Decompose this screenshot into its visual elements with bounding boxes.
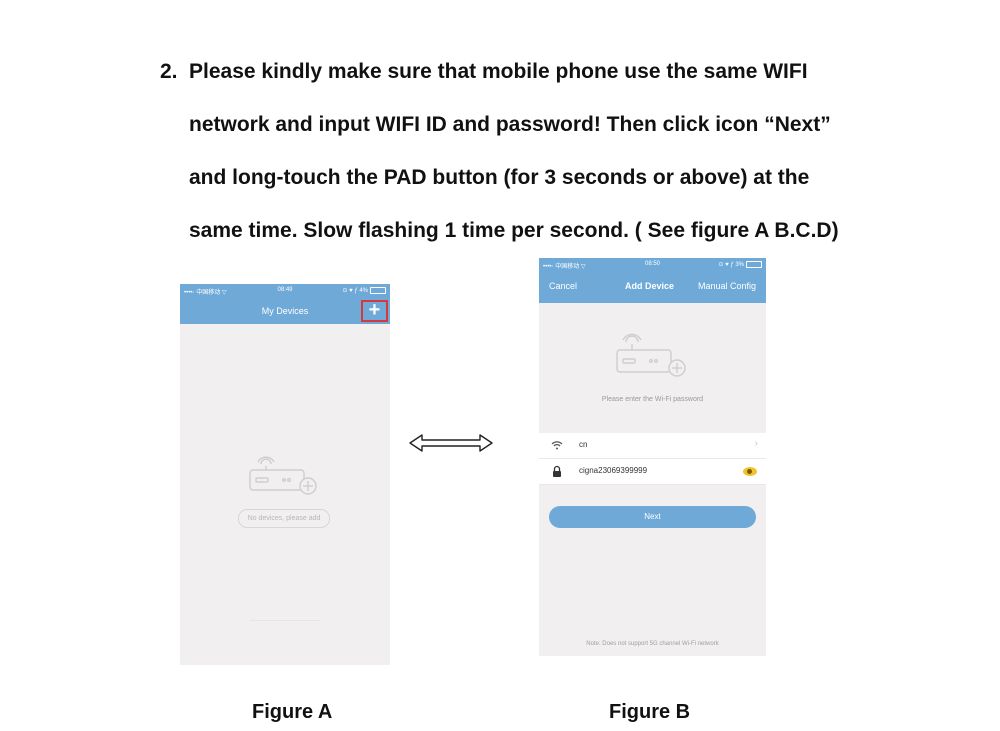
status-right: ⊙ ♥ ƒ 4%	[342, 287, 386, 294]
step-number: 2.	[160, 60, 178, 83]
manual-config-button[interactable]: Manual Config	[697, 281, 756, 291]
empty-state-text: No devices, please add	[238, 509, 330, 528]
status-bar: ••••◦ 中国移动 ▽ 08:49 ⊙ ♥ ƒ 4%	[184, 287, 386, 297]
figure-a-screenshot: ••••◦ 中国移动 ▽ 08:49 ⊙ ♥ ƒ 4% My Devices +…	[180, 284, 390, 665]
divider	[250, 620, 320, 621]
carrier-signal: ••••◦ 中国移动 ▽	[543, 264, 586, 270]
page-title: Add Device	[625, 281, 675, 291]
add-device-button[interactable]: +	[361, 300, 388, 322]
chevron-right-icon: ›	[754, 438, 758, 449]
status-time: 08:49	[277, 287, 293, 293]
carrier-signal: ••••◦ 中国移动 ▽	[184, 290, 227, 296]
instruction-line-3: and long-touch the PAD button (for 3 sec…	[189, 166, 810, 189]
instruction-line-1: Please kindly make sure that mobile phon…	[189, 60, 808, 83]
status-bar: ••••◦ 中国移动 ▽ 08:50 ⊙ ♥ ƒ 3%	[543, 261, 762, 271]
page-title: My Devices	[261, 306, 309, 316]
next-button[interactable]: Next	[549, 506, 756, 528]
header-bar: ••••◦ 中国移动 ▽ 08:49 ⊙ ♥ ƒ 4% My Devices +	[180, 284, 390, 324]
status-right: ⊙ ♥ ƒ 3%	[718, 261, 762, 268]
wifi-password-prompt: Please enter the Wi-Fi password	[601, 396, 704, 403]
eye-icon[interactable]	[743, 467, 757, 476]
figure-b-screenshot: ••••◦ 中国移动 ▽ 08:50 ⊙ ♥ ƒ 3% Cancel Add D…	[539, 258, 766, 656]
router-icon	[616, 333, 686, 377]
lock-icon	[553, 465, 561, 477]
battery-icon	[746, 261, 762, 268]
wifi-password-field[interactable]: cigna23069399999	[579, 466, 648, 475]
double-arrow-icon	[409, 434, 493, 452]
5g-note: Note: Does not support 5G channel Wi-Fi …	[586, 641, 719, 647]
cancel-button[interactable]: Cancel	[549, 281, 578, 291]
battery-icon	[370, 287, 386, 294]
wifi-icon	[551, 441, 563, 450]
figure-b-caption: Figure B	[609, 701, 691, 723]
instruction-line-2: network and input WIFI ID and password! …	[189, 113, 831, 136]
header-bar: ••••◦ 中国移动 ▽ 08:50 ⊙ ♥ ƒ 3% Cancel Add D…	[539, 258, 766, 303]
router-icon	[249, 456, 317, 495]
figure-a-caption: Figure A	[252, 701, 333, 723]
wifi-ssid-row[interactable]: cn ›	[539, 433, 766, 459]
wifi-password-row[interactable]: cigna23069399999	[539, 459, 766, 485]
wifi-ssid-value: cn	[579, 440, 588, 449]
instruction-line-4: same time. Slow flashing 1 time per seco…	[189, 219, 839, 242]
status-time: 08:50	[644, 261, 660, 267]
